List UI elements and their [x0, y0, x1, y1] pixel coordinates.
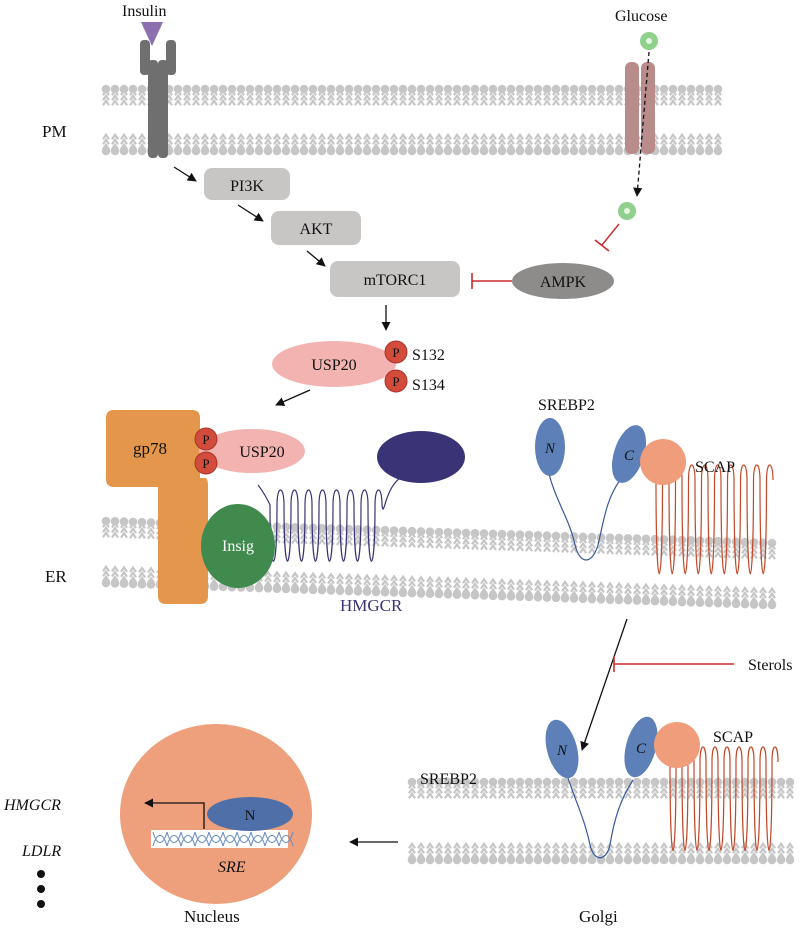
er-label: ER [45, 567, 67, 586]
hmgcr-label: HMGCR [340, 596, 403, 615]
dna-strand [151, 830, 288, 848]
site-s132-label: S132 [412, 347, 445, 364]
insig-ellipse [201, 504, 275, 588]
phospho-label: P [202, 456, 209, 471]
phospho-icon [384, 369, 408, 393]
phospho-icon [194, 427, 218, 451]
nuclear-srebp2-n-domain [207, 797, 293, 831]
arrow-pi3k-akt [237, 204, 264, 222]
hmgcr-transmembrane-coil [257, 477, 401, 562]
nucleus-label: Nucleus [184, 907, 240, 926]
usp20-er-label: USP20 [239, 444, 284, 461]
srebp2-n-domain [535, 418, 565, 476]
gp78-label: gp78 [133, 439, 167, 458]
ampk-ellipse [512, 263, 614, 299]
sre-label: SRE [218, 859, 246, 876]
arrow-receptor-pi3k [173, 166, 197, 182]
srebp2-er-linker [547, 469, 621, 561]
pi3k-box [204, 168, 290, 200]
transcription-arrow [144, 798, 205, 829]
arrow-usp20-er [275, 389, 311, 406]
site-s134-label: S134 [412, 377, 445, 394]
c-domain-label: C [624, 448, 635, 464]
scap-er-transmembrane [655, 464, 774, 575]
glucose-label: Glucose [615, 8, 667, 25]
phospho-label: P [202, 432, 209, 447]
phospho-label: P [392, 374, 399, 389]
sterols-label: Sterols [748, 657, 792, 674]
dna-helix [152, 831, 294, 847]
glucose-ampk-inhibition [594, 223, 620, 252]
akt-box [271, 211, 361, 245]
ampk-mtorc1-inhibition [471, 273, 512, 289]
sterols-inhibition [613, 656, 734, 672]
ellipsis-dot [37, 870, 45, 878]
insulin-label: Insulin [122, 3, 166, 20]
golgi-label: Golgi [579, 907, 618, 926]
insulin-receptor [140, 40, 176, 158]
usp20-phospho-ellipse [272, 341, 396, 387]
n-domain-label: N [544, 441, 556, 457]
akt-label: AKT [300, 221, 333, 238]
srebp2-er-label: SREBP2 [538, 397, 595, 414]
n-domain-label: N [556, 743, 568, 759]
gene-hmgcr-label: HMGCR [3, 797, 61, 814]
gene-ldlr-label: LDLR [21, 843, 61, 860]
insulin-ligand-icon [141, 22, 163, 46]
c-domain-label: C [636, 741, 647, 757]
pm-label: PM [42, 122, 67, 141]
usp20-er-ellipse [199, 429, 305, 473]
srebp2-golgi-n-domain [545, 719, 579, 779]
scap-golgi-label: SCAP [713, 729, 753, 746]
mtorc1-label: mTORC1 [364, 272, 427, 289]
srebp2-golgi-c-domain [624, 716, 658, 778]
phospho-icon [194, 451, 218, 475]
scap-golgi-circle [654, 722, 700, 768]
insig-label: Insig [222, 538, 254, 555]
ellipsis-dot [37, 885, 45, 893]
phospho-label: P [392, 345, 399, 360]
phospho-icon [384, 340, 408, 364]
mtorc1-box [330, 261, 460, 297]
gp78-shape [106, 410, 208, 604]
usp20-label: USP20 [311, 357, 356, 374]
arrow-er-golgi [580, 618, 628, 751]
arrow-akt-mtorc1 [306, 250, 326, 267]
golgi-membrane [407, 777, 795, 865]
srebp2-c-domain [611, 425, 647, 483]
pi3k-label: PI3K [230, 178, 264, 195]
scap-golgi-transmembrane [669, 746, 779, 852]
ellipsis-dot [37, 900, 45, 908]
glucose-transport-arrow [633, 51, 650, 197]
glucose-transporter [625, 62, 655, 154]
scap-er-circle [640, 439, 686, 485]
hmgcr-catalytic-domain [377, 431, 465, 483]
srebp2-golgi-label: SREBP2 [420, 771, 477, 788]
scap-er-label: SCAP [695, 459, 735, 476]
srebp2-golgi-linker [566, 774, 634, 859]
ampk-label: AMPK [540, 274, 587, 291]
nuclear-n-label: N [245, 808, 256, 824]
